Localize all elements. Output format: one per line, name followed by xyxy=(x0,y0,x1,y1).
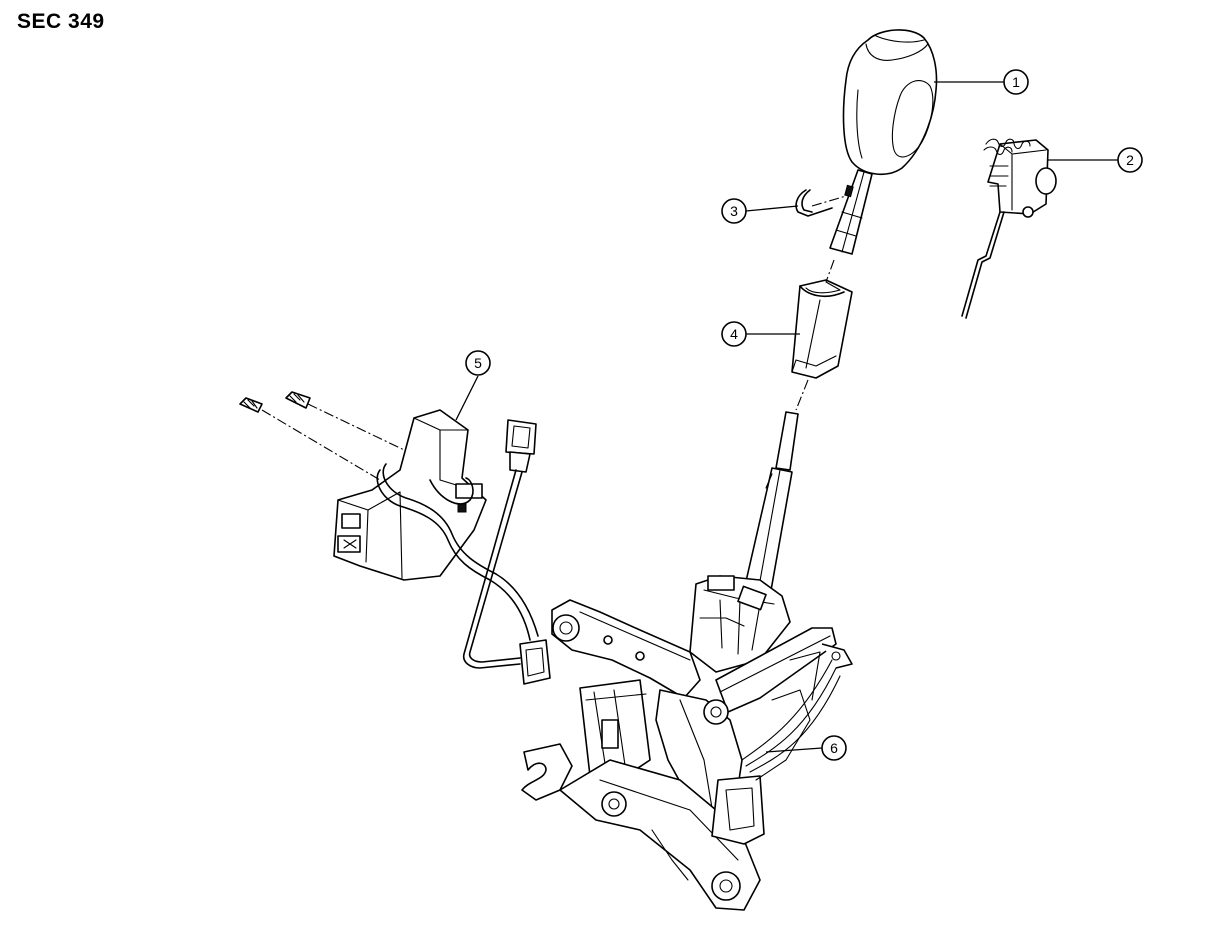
screw-left xyxy=(239,397,263,413)
part-3-clip xyxy=(795,189,847,217)
screw-right xyxy=(285,391,311,409)
callout-1-circle xyxy=(1003,69,1029,95)
callouts: 1 2 3 4 5 6 xyxy=(455,69,1143,761)
callout-2-circle xyxy=(1117,147,1143,173)
callout-3-label: 3 xyxy=(730,203,738,219)
shift-rod xyxy=(743,379,809,597)
part-5-shift-lock-unit xyxy=(239,391,551,685)
callout-3-circle xyxy=(721,198,747,224)
part-1-selector-knob xyxy=(829,29,938,255)
callout-6-label: 6 xyxy=(830,740,838,756)
callout-6-circle xyxy=(821,735,847,761)
callout-1-label: 1 xyxy=(1012,74,1020,90)
callout-4-label: 4 xyxy=(730,326,738,342)
part-4-sleeve xyxy=(791,259,853,379)
callout-5-label: 5 xyxy=(474,355,482,371)
part-6-selector-bracket xyxy=(521,575,853,911)
callout-2-label: 2 xyxy=(1126,152,1134,168)
callout-5-circle xyxy=(465,350,491,376)
section-code: SEC 349 xyxy=(17,10,105,33)
part-2-switch-assembly xyxy=(961,138,1057,319)
callout-4-circle xyxy=(721,321,747,347)
